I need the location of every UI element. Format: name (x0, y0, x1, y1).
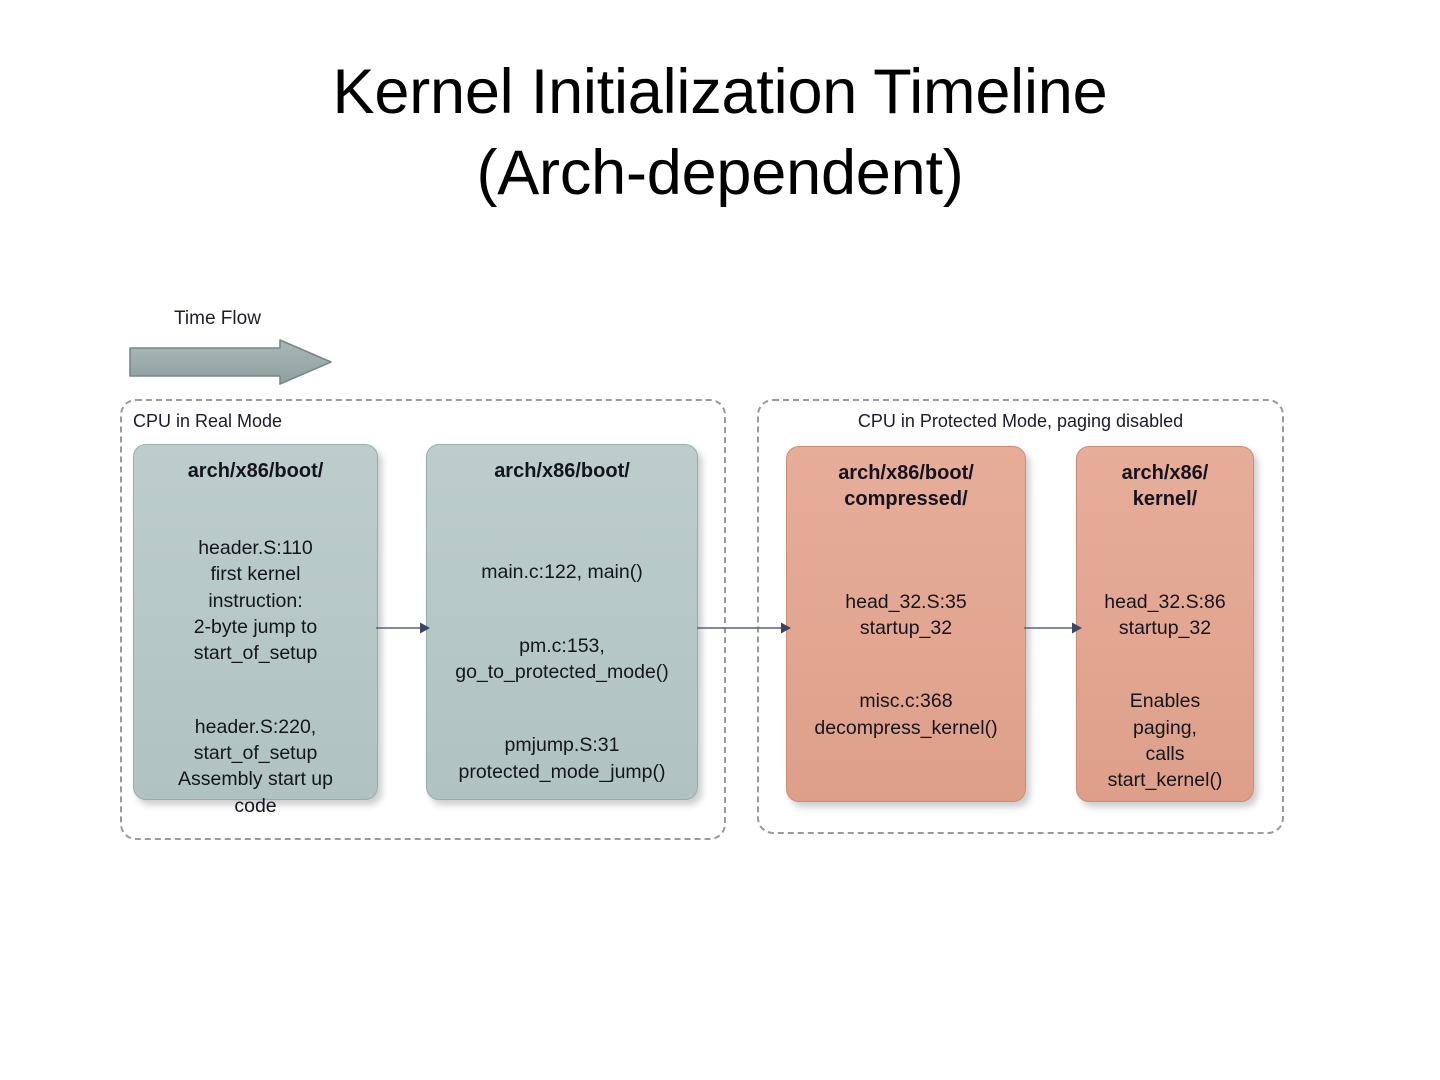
stage-paragraph: head_32.S:35 startup_32 (845, 590, 967, 639)
stage-paragraph: main.c:122, main() (481, 560, 643, 583)
page-title-line-2: (Arch-dependent) (476, 137, 964, 208)
stage-heading: arch/x86/boot/ (494, 460, 630, 482)
stage-box-boot-header[interactable]: arch/x86/boot/ header.S:110 first kernel… (133, 444, 378, 817)
stage-heading: arch/x86/boot/ compressed/ (838, 462, 974, 510)
time-flow-label: Time Flow (174, 308, 261, 329)
stage-body: head_32.S:35 startup_32 misc.c:368 decom… (795, 562, 1017, 767)
page-title: Kernel Initialization Timeline (Arch-dep… (0, 52, 1440, 213)
stage-paragraph: pmjump.S:31 protected_mode_jump() (458, 734, 666, 783)
stage-body: main.c:122, main() pm.c:153, go_to_prote… (435, 533, 689, 812)
phase-label-real-mode: CPU in Real Mode (133, 411, 283, 431)
stage-body: header.S:110 first kernel instruction: 2… (142, 509, 369, 846)
stage-paragraph: head_32.S:86 startup_32 (1104, 590, 1226, 639)
stage-heading: arch/x86/ kernel/ (1121, 462, 1209, 510)
stage-box-boot-main[interactable]: arch/x86/boot/ main.c:122, main() pm.c:1… (426, 444, 698, 800)
phase-label-protected-mode: CPU in Protected Mode, paging disabled (857, 411, 1184, 431)
stage-paragraph: misc.c:368 decompress_kernel() (814, 690, 998, 739)
stage-heading: arch/x86/boot/ (187, 460, 324, 482)
time-flow-group: Time Flow (128, 308, 388, 388)
time-flow-arrow-icon (129, 339, 332, 385)
stage-body: head_32.S:86 startup_32 Enables paging, … (1085, 562, 1245, 820)
stage-paragraph: header.S:110 first kernel instruction: 2… (193, 536, 318, 665)
page-title-line-1: Kernel Initialization Timeline (332, 57, 1108, 127)
stage-box-boot-compressed[interactable]: arch/x86/boot/ compressed/ head_32.S:35 … (786, 446, 1026, 802)
stage-paragraph: pm.c:153, go_to_protected_mode() (455, 634, 669, 683)
stage-paragraph: header.S:220, start_of_setup Assembly st… (178, 715, 333, 817)
stage-box-kernel[interactable]: arch/x86/ kernel/ head_32.S:86 startup_3… (1076, 446, 1254, 802)
stage-paragraph: Enables paging, calls start_kernel() (1107, 690, 1223, 792)
